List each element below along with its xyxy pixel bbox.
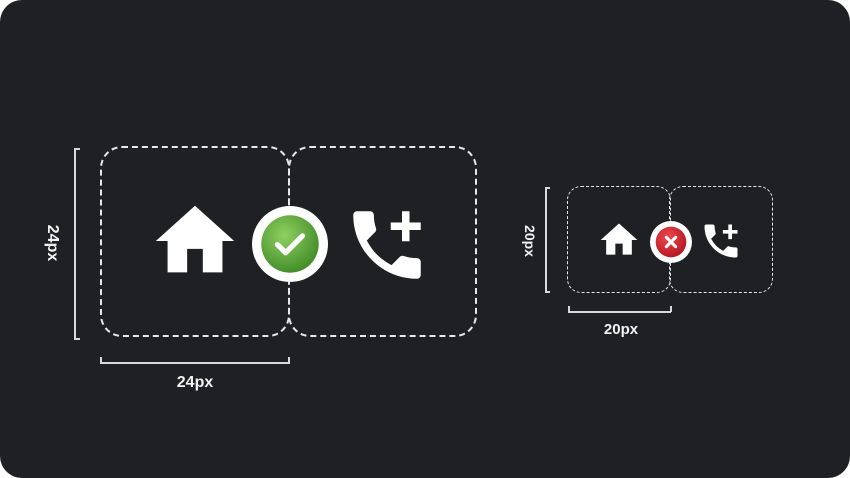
width-rule-line xyxy=(100,362,290,364)
height-rule-line-small xyxy=(545,187,547,292)
check-icon xyxy=(261,215,319,273)
status-badge-small xyxy=(650,221,692,263)
height-rule-cap-bottom xyxy=(74,338,80,340)
add-call-icon xyxy=(353,211,421,279)
height-label-small: 20px xyxy=(522,225,538,257)
width-rule-line-small xyxy=(568,311,671,313)
width-label-small: 20px xyxy=(603,321,639,338)
height-rule-cap-bottom-small xyxy=(545,291,550,293)
width-rule-cap-left-small xyxy=(568,306,570,312)
width-label: 24px xyxy=(176,374,214,391)
width-rule-cap-right xyxy=(288,357,290,363)
width-rule-cap-left xyxy=(100,357,102,363)
home-icon xyxy=(155,205,235,273)
height-rule-cap-top xyxy=(74,148,80,150)
home-icon-small xyxy=(600,223,638,255)
close-icon xyxy=(655,226,687,258)
height-rule-line xyxy=(74,148,76,339)
height-rule-cap-top-small xyxy=(545,187,550,189)
height-label: 24px xyxy=(44,224,61,262)
add-call-icon-small xyxy=(704,224,738,258)
status-badge xyxy=(252,206,328,282)
width-rule-cap-right-small xyxy=(670,306,672,312)
